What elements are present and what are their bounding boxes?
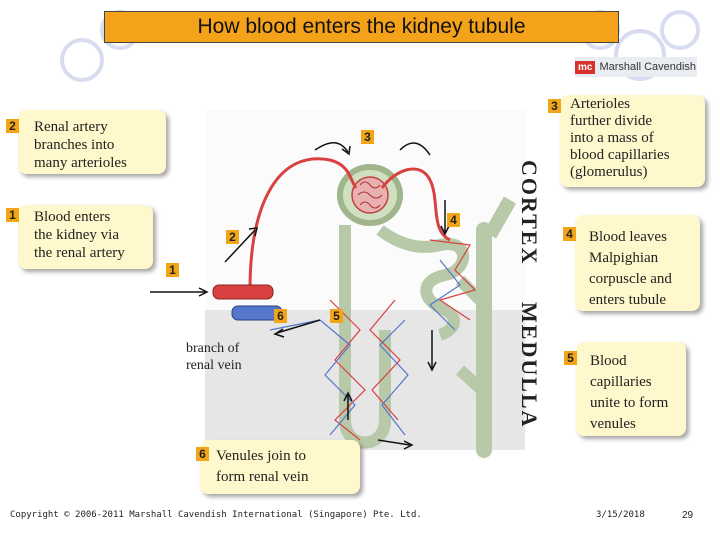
slide-title: How blood enters the kidney tubule <box>104 11 619 43</box>
duct-branch-low <box>455 365 487 395</box>
renal-vein-label: branch of renal vein <box>186 340 242 374</box>
efferent-arteriole <box>380 167 451 242</box>
callout-line: branches into <box>34 137 115 153</box>
callout-line: venules <box>590 416 636 432</box>
diagram-marker-1: 1 <box>166 263 179 277</box>
callout-line: enters tubule <box>589 292 667 308</box>
callout-step-1: 1 Blood enters the kidney via the renal … <box>6 205 153 269</box>
callout-line: Blood <box>590 353 627 369</box>
logo-text: Marshall Cavendish <box>599 61 697 73</box>
callout-step-4: 4 Blood leaves Malpighian corpuscle and … <box>563 215 700 311</box>
convoluted-tubule <box>376 225 470 341</box>
callout-line: Blood leaves <box>589 229 667 245</box>
renal-artery-branch <box>212 284 274 300</box>
callout-step-2: 2 Renal artery branches into many arteri… <box>6 110 166 174</box>
label-line: branch of <box>186 341 240 356</box>
callout-line: unite to form <box>590 395 669 411</box>
callout-text: Blood capillaries unite to form venules <box>590 351 668 435</box>
flow-arrows <box>150 142 450 450</box>
footer-date: 3/15/2018 <box>596 510 645 520</box>
glomerulus-capillaries <box>357 181 383 209</box>
callout-line: further divide <box>570 113 653 129</box>
diagram-marker-3: 3 <box>361 130 374 144</box>
callout-line: the renal artery <box>34 245 125 261</box>
callout-number: 2 <box>6 119 19 133</box>
callout-text: Blood leaves Malpighian corpuscle and en… <box>589 227 672 311</box>
callout-line: form renal vein <box>216 469 309 485</box>
callout-line: into a mass of <box>570 130 654 146</box>
callout-text: Arterioles further divide into a mass of… <box>570 96 670 181</box>
callout-number: 6 <box>196 447 209 461</box>
callout-line: the kidney via <box>34 227 119 243</box>
callout-number: 1 <box>6 208 19 222</box>
duct-branch-mid <box>455 275 485 305</box>
callout-step-5: 5 Blood capillaries unite to form venule… <box>564 342 686 436</box>
callout-step-6: 6 Venules join to form renal vein <box>196 440 360 494</box>
callout-text: Renal artery branches into many arteriol… <box>34 118 127 172</box>
loop-of-henle <box>339 225 391 449</box>
callout-line: Venules join to <box>216 448 306 464</box>
duct-branch-top <box>483 196 517 239</box>
logo-mark: mc <box>575 60 596 74</box>
callout-line: corpuscle and <box>589 271 672 287</box>
venule-network <box>269 259 461 436</box>
copyright-footer: Copyright © 2006-2011 Marshall Cavendish… <box>10 510 422 520</box>
label-line: renal vein <box>186 358 242 373</box>
callout-line: (glomerulus) <box>570 164 648 180</box>
callout-line: Renal artery <box>34 119 108 135</box>
publisher-logo: mc Marshall Cavendish <box>575 57 697 77</box>
callout-line: many arterioles <box>34 155 127 171</box>
callout-line: capillaries <box>590 374 652 390</box>
cortex-label: CORTEX <box>517 160 542 266</box>
diagram-marker-2: 2 <box>226 230 239 244</box>
callout-number: 5 <box>564 351 577 365</box>
callout-text: Blood enters the kidney via the renal ar… <box>34 208 125 262</box>
callout-text: Venules join to form renal vein <box>216 446 308 488</box>
medulla-label: MEDULLA <box>517 302 542 429</box>
callout-line: blood capillaries <box>570 147 670 163</box>
page-number: 29 <box>682 510 694 521</box>
callout-line: Blood enters <box>34 209 111 225</box>
callout-number: 4 <box>563 227 576 241</box>
callout-number: 3 <box>548 99 561 113</box>
diagram-marker-6: 6 <box>274 309 287 323</box>
callout-line: Malpighian <box>589 250 659 266</box>
diagram-marker-4: 4 <box>447 213 460 227</box>
callout-step-3: 3 Arterioles further divide into a mass … <box>548 95 705 187</box>
callout-line: Arterioles <box>570 96 630 112</box>
diagram-marker-5: 5 <box>330 309 343 323</box>
